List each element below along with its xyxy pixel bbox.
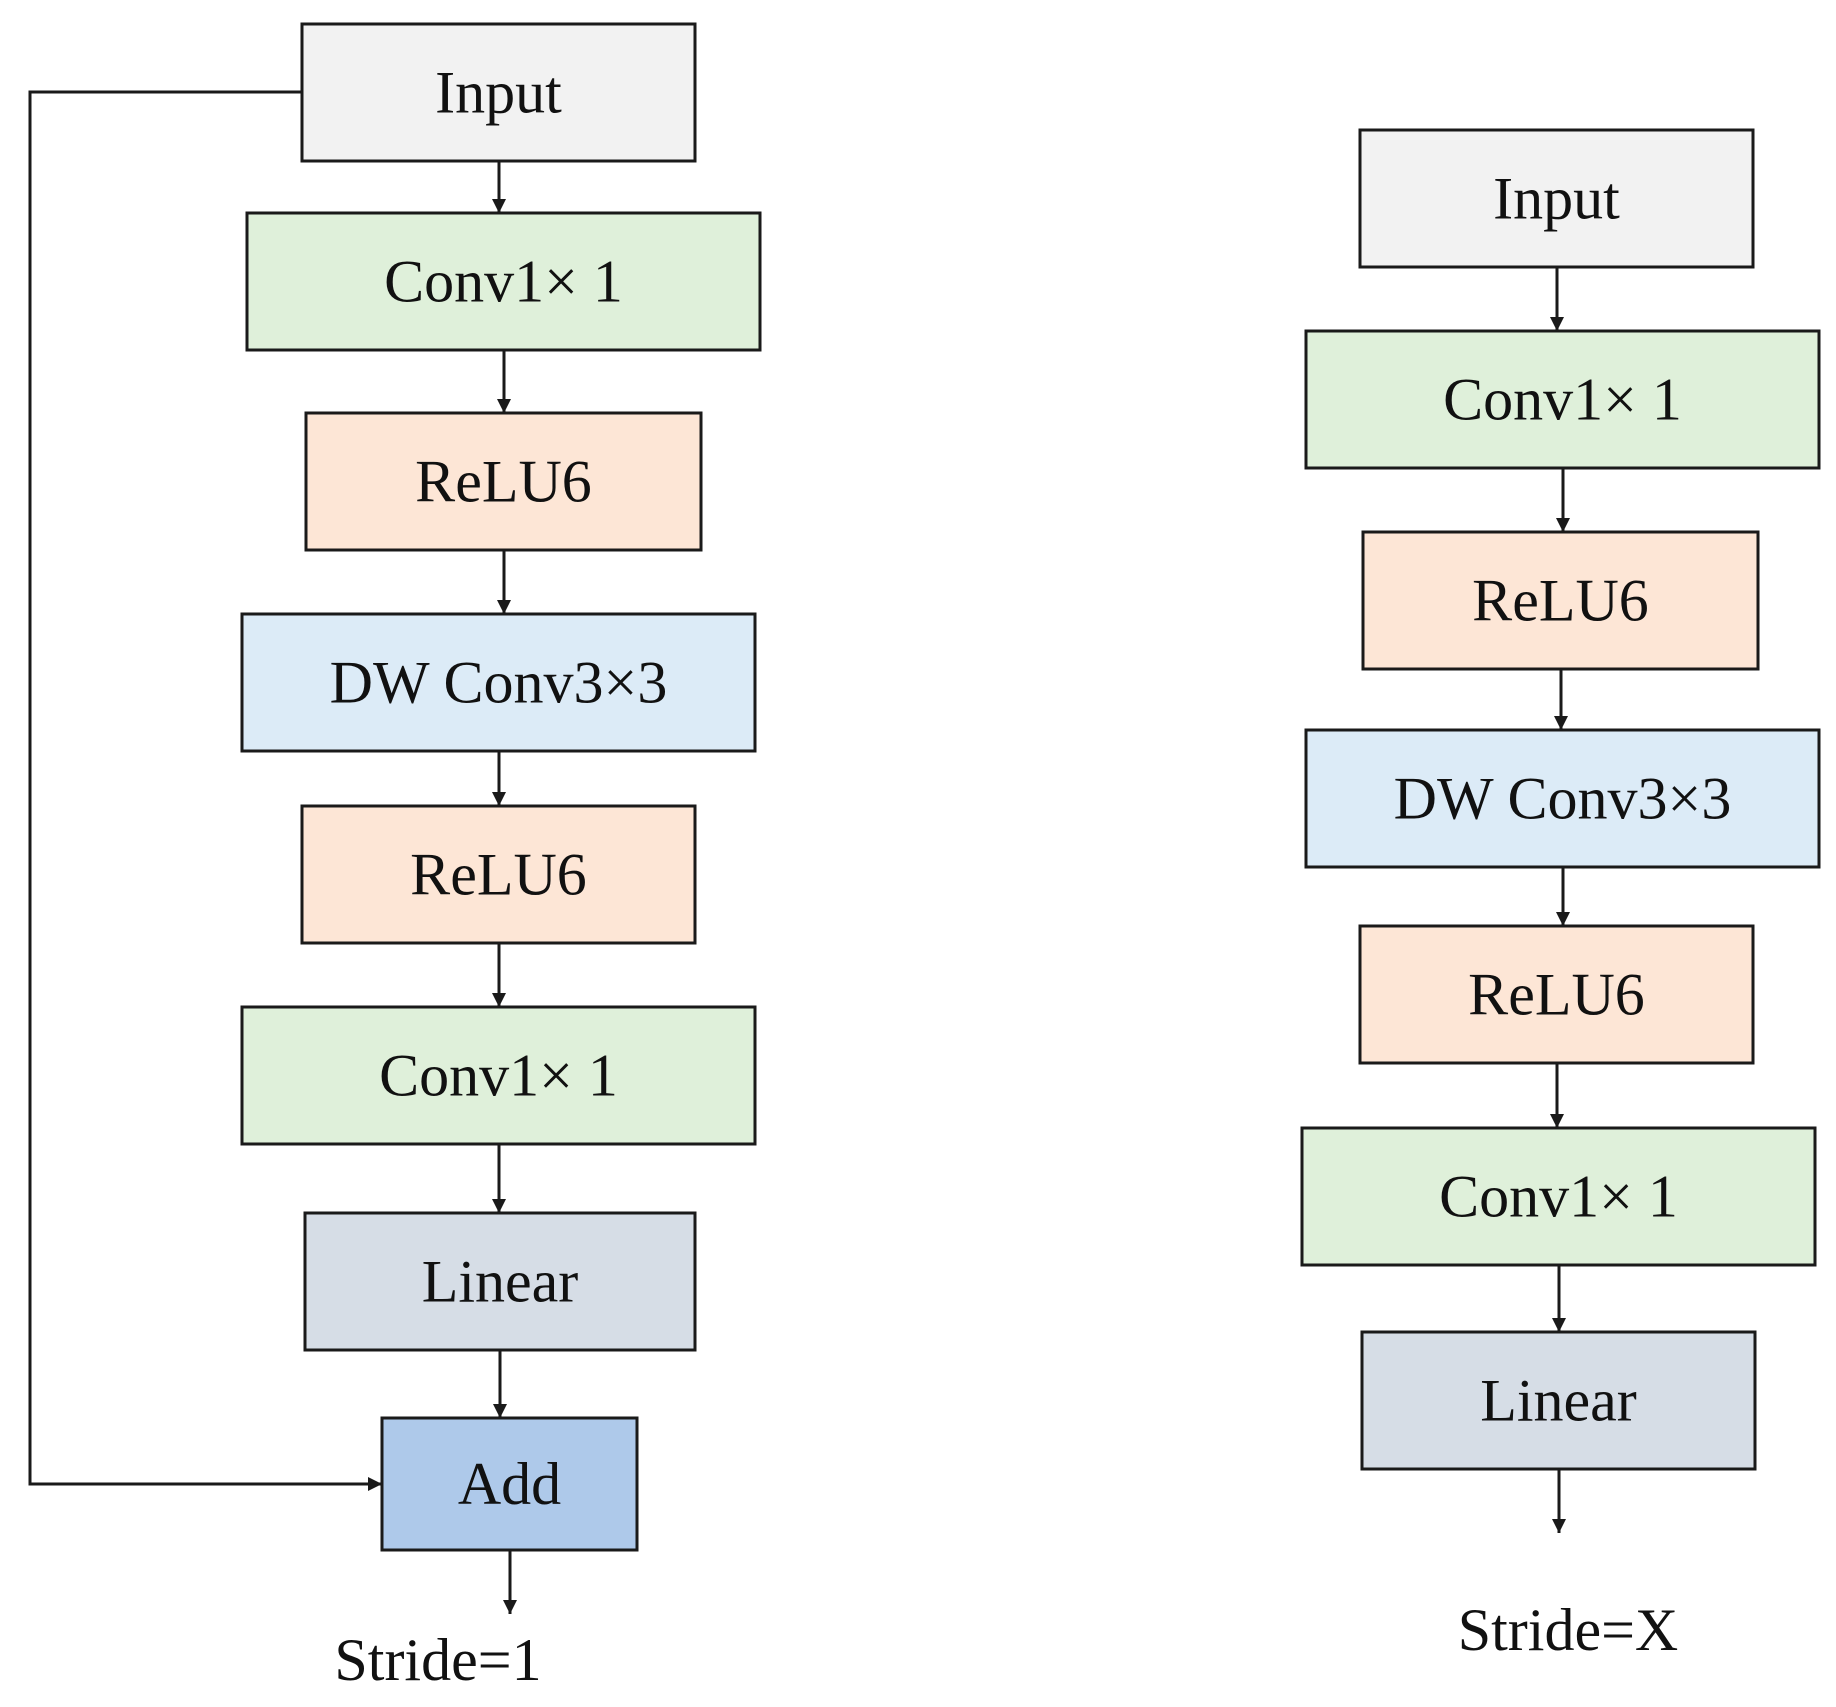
left-output-arrowhead [503,1600,517,1614]
right-arrowhead-2 [1556,518,1570,532]
right-arrowhead-6 [1552,1318,1566,1332]
left-arrowhead-4 [492,792,506,806]
left-label-input: Input [435,60,562,126]
left-arrowhead-2 [497,399,511,413]
left-node-relu6: ReLU6 [304,411,703,552]
right-label-conv1-1: Conv1× 1 [1439,1164,1678,1230]
right-arrowhead-4 [1556,912,1570,926]
left-arrowhead-5 [492,993,506,1007]
left-box-relu6 [300,804,697,945]
right-label-dw-conv3-3: DW Conv3×3 [1394,766,1732,832]
right-output-arrowhead [1552,1519,1566,1533]
left-label-conv1-1: Conv1× 1 [384,249,623,315]
right-box-conv1-1 [1304,329,1821,470]
right-box-relu6 [1361,530,1760,671]
left-node-dw-conv3-3: DW Conv3×3 [240,612,757,753]
left-box-input [300,22,697,163]
right-box-relu6 [1358,924,1755,1065]
right-label-relu6: ReLU6 [1472,568,1649,634]
left-node-linear: Linear [303,1211,697,1352]
left-caption: Stride=1 [334,1627,541,1693]
right-box-dw-conv3-3 [1304,728,1821,869]
right-node-relu6: ReLU6 [1361,530,1760,671]
right-arrowhead-5 [1550,1114,1564,1128]
left-label-conv1-1: Conv1× 1 [379,1043,618,1109]
left-node-add: Add [380,1416,639,1552]
right-box-input [1358,128,1755,269]
left-arrowhead-6 [492,1199,506,1213]
left-label-add: Add [458,1451,561,1517]
right-node-conv1-1: Conv1× 1 [1300,1126,1817,1267]
right-node-input: Input [1358,128,1755,269]
left-box-add [380,1416,639,1552]
left-label-linear: Linear [422,1249,579,1315]
right-caption: Stride=X [1458,1597,1679,1663]
right-node-dw-conv3-3: DW Conv3×3 [1304,728,1821,869]
left-skip-arrowhead [368,1477,382,1491]
left-arrowhead-7 [493,1404,507,1418]
right-node-relu6: ReLU6 [1358,924,1755,1065]
right-label-relu6: ReLU6 [1468,962,1645,1028]
left-box-relu6 [304,411,703,552]
left-node-input: Input [300,22,697,163]
right-arrowhead-1 [1550,317,1564,331]
left-label-relu6: ReLU6 [410,842,587,908]
left-arrowhead-1 [492,199,506,213]
left-node-relu6: ReLU6 [300,804,697,945]
right-label-input: Input [1493,166,1620,232]
left-label-relu6: ReLU6 [415,449,592,515]
right-label-linear: Linear [1480,1368,1637,1434]
right-arrowhead-3 [1554,716,1568,730]
left-skip-connection [28,90,382,1486]
right-box-linear [1360,1330,1757,1471]
left-box-conv1-1 [245,211,762,352]
right-node-conv1-1: Conv1× 1 [1304,329,1821,470]
left-box-linear [303,1211,697,1352]
left-node-conv1-1: Conv1× 1 [245,211,762,352]
left-node-conv1-1: Conv1× 1 [240,1005,757,1146]
right-label-conv1-1: Conv1× 1 [1443,367,1682,433]
left-label-dw-conv3-3: DW Conv3×3 [330,650,668,716]
left-arrowhead-3 [497,600,511,614]
left-box-conv1-1 [240,1005,757,1146]
right-node-linear: Linear [1360,1330,1757,1471]
